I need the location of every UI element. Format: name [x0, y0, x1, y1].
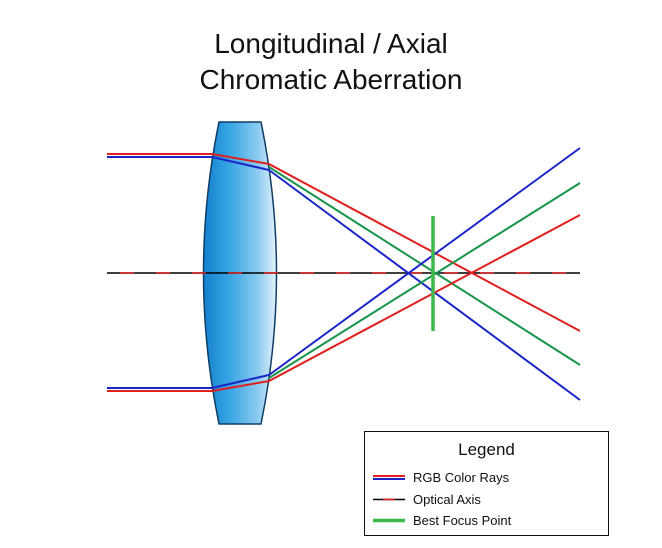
focus-point-swatch-icon	[373, 518, 405, 523]
blue-ray-bottom	[107, 147, 581, 389]
legend-label-focus-point: Best Focus Point	[413, 513, 512, 528]
legend-box: Legend RGB Color Rays Optical Axis Best …	[364, 431, 609, 536]
rgb-rays-swatch-icon	[373, 475, 405, 480]
green-ray-top	[268, 166, 581, 366]
legend-label-rgb-rays: RGB Color Rays	[413, 470, 510, 485]
green-ray-bottom	[268, 182, 581, 379]
legend-item-rgb-rays: RGB Color Rays	[371, 468, 601, 488]
title-line-1: Longitudinal / Axial	[214, 28, 448, 59]
legend-item-focus-point: Best Focus Point	[371, 511, 601, 531]
legend-item-optical-axis: Optical Axis	[371, 490, 601, 510]
title-line-2: Chromatic Aberration	[199, 64, 463, 95]
blue-ray-top	[107, 156, 581, 401]
red-ray-bottom	[107, 214, 581, 392]
optical-axis-swatch-icon	[373, 498, 405, 501]
legend-label-optical-axis: Optical Axis	[413, 492, 481, 507]
red-ray-top	[107, 153, 581, 332]
legend-title: Legend	[458, 440, 515, 459]
